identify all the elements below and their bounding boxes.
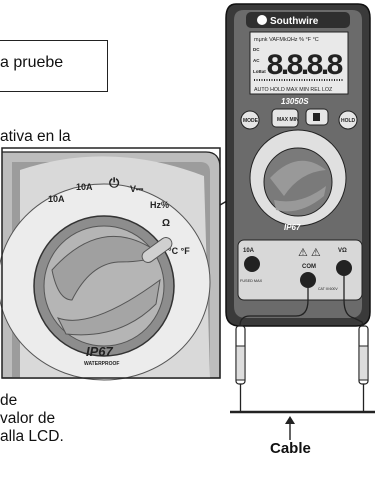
dial-label-temp: °C °F [168,246,190,256]
lcd-display: mμnk VAFMkΩHz % °F °C DC AC LoBat 8.8.8.… [249,31,349,95]
lcd-flag-dc: DC [253,47,260,52]
dial-label-hz: Hz% [150,200,169,210]
lcd-flag-lobat: LoBat [253,69,266,74]
instruction-line-1: ativa en la [0,128,71,145]
callout-text: a pruebe [0,54,64,71]
lcd-flag-ac: AC [253,58,260,63]
hold-button[interactable]: HOLD [338,110,358,130]
black-probe[interactable] [235,325,246,412]
mode-button[interactable]: MODE [240,110,260,130]
instruction-line-3: valor de [0,410,56,427]
model-number: 13050S [281,97,309,106]
jack-10a[interactable] [244,256,260,272]
dial-label-ohm: Ω [162,218,170,229]
jack-v[interactable] [336,260,352,276]
jack-com-note: CAT III 600V [318,287,338,291]
warning-icon: ⚠ ⚠ [298,247,321,259]
meter-ip67-logo: IP67 [284,223,301,232]
svg-text:HOLD: HOLD [341,118,356,124]
jack-com[interactable] [300,272,316,288]
backlight-icon [313,113,320,121]
red-probe[interactable] [358,325,369,412]
test-leads [239,276,365,330]
backlight-button[interactable] [305,108,329,126]
jack-v-label: VΩ [338,248,347,254]
dial-label-10a: 10A [76,182,93,192]
lcd-top-row: mμnk VAFMkΩHz % °F °C [254,37,319,43]
svg-text:MAX MIN: MAX MIN [277,117,299,123]
rotary-dial-knob[interactable] [33,215,175,357]
power-icon: ⏻ [109,175,120,190]
svg-text:MODE: MODE [243,118,259,124]
dial-label-vdc: V⎓ [130,184,144,194]
dial-label-10a-left: 10A [48,194,65,204]
instruction-line-2: de [0,392,18,409]
meter-rotary-dial[interactable] [249,129,347,227]
multimeter: Southwire mμnk VAFMkΩHz % °F °C DC AC Lo… [225,3,371,327]
dial-zoom-inset: 10A 10A ⏻ V⎓ Hz% Ω °C °F IP67 WATERPROOF [0,147,221,381]
jack-com-label: COM [302,264,316,270]
callout-box [0,40,108,92]
inset-ip67-logo: IP67 [86,344,114,359]
jack-10a-note: FUSED MAX [240,279,263,283]
inset-waterproof: WATERPROOF [84,361,119,367]
lcd-digits: 8.8.8.8 [266,50,344,84]
cable-label: Cable [270,440,311,457]
instruction-line-4: alla LCD. [0,428,64,445]
brand-name: Southwire [270,16,319,27]
brand-logo-icon [257,15,267,25]
lcd-bottom-row: AUTO HOLD MAX MIN REL LOZ [254,87,333,93]
jack-10a-label: 10A [243,248,255,254]
max-min-button[interactable]: MAX MIN [271,108,299,128]
